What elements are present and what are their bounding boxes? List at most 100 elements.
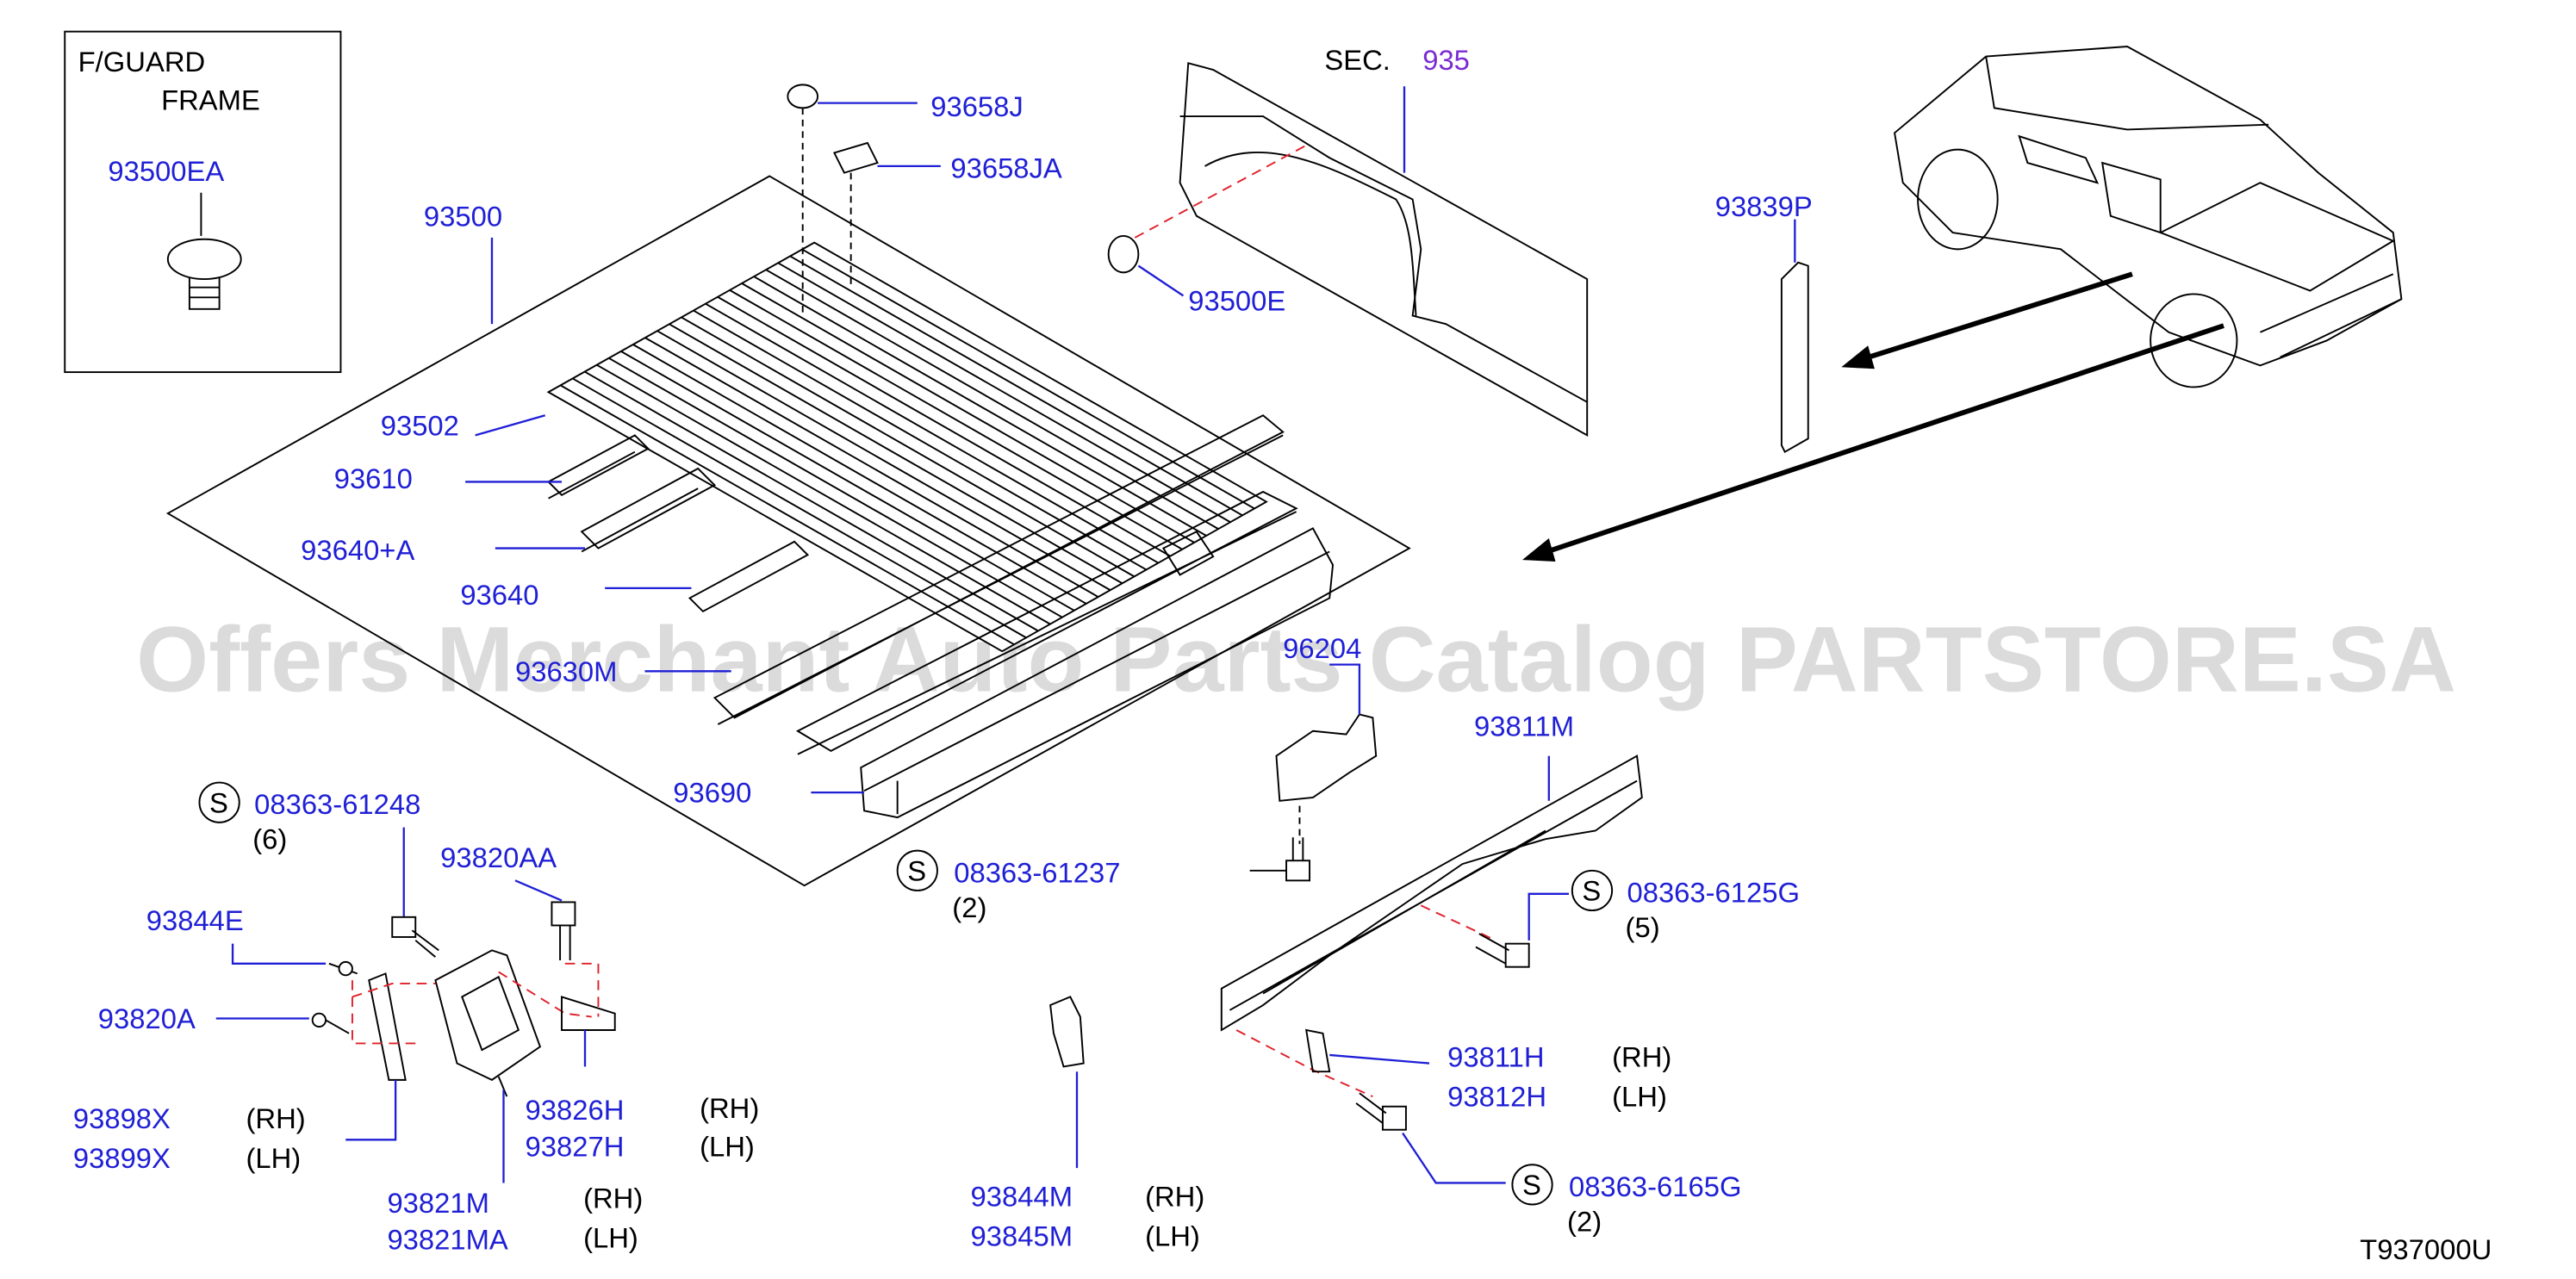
label-93811H[interactable]: 93811H xyxy=(1447,1040,1544,1072)
label-96204[interactable]: 96204 xyxy=(1283,632,1361,664)
floor-rib xyxy=(741,282,1195,543)
label-93899X[interactable]: 93899X xyxy=(73,1142,171,1174)
svg-text:S: S xyxy=(1582,875,1601,907)
push-clip-icon xyxy=(166,238,242,310)
label-93827H[interactable]: 93827H xyxy=(526,1131,625,1163)
bracket-group-left xyxy=(215,827,616,1183)
floor-rib xyxy=(717,295,1171,557)
label-93690[interactable]: 93690 xyxy=(673,777,751,809)
side-93844M: (RH) xyxy=(1145,1180,1204,1212)
side-sill xyxy=(1220,754,1643,1184)
push-clip-icon xyxy=(1107,234,1140,274)
pickup-truck-icon xyxy=(1894,46,2403,388)
side-93827H: (LH) xyxy=(700,1131,755,1163)
screw-symbol-icon: S xyxy=(896,849,938,891)
side-panel xyxy=(1107,62,1589,438)
label-93811M[interactable]: 93811M xyxy=(1474,711,1574,742)
bolt-icon xyxy=(338,960,353,977)
label-93640A[interactable]: 93640+A xyxy=(301,534,414,566)
floor-rib xyxy=(560,384,1015,646)
svg-text:S: S xyxy=(1522,1169,1541,1201)
qty-08363-61237: (2) xyxy=(952,891,986,923)
bolt-icon xyxy=(1355,1092,1407,1131)
label-93630M[interactable]: 93630M xyxy=(515,655,617,687)
section-prefix: SEC. xyxy=(1324,44,1391,76)
label-93844M[interactable]: 93844M xyxy=(971,1180,1073,1212)
label-93610[interactable]: 93610 xyxy=(334,463,413,494)
bolt-icon xyxy=(551,901,576,960)
bolt-icon xyxy=(391,916,439,958)
bracket-group-middle xyxy=(1049,663,1378,1169)
floor-rib xyxy=(693,309,1147,571)
label-08363-61237[interactable]: 08363-61237 xyxy=(954,856,1120,888)
label-93500[interactable]: 93500 xyxy=(424,200,502,232)
inset-title-line1: F/GUARD xyxy=(78,46,206,78)
label-93839P[interactable]: 93839P xyxy=(1715,190,1813,222)
qty-08363-61248: (6) xyxy=(252,823,287,855)
svg-text:S: S xyxy=(907,854,926,886)
floor-rib xyxy=(572,377,1027,639)
side-93811H: (RH) xyxy=(1612,1040,1671,1072)
bolt-icon xyxy=(1285,837,1311,882)
qty-08363-6125G: (5) xyxy=(1626,911,1660,943)
floor-rib xyxy=(632,344,1087,605)
label-93845M[interactable]: 93845M xyxy=(971,1220,1073,1252)
bolt-icon xyxy=(311,1012,327,1028)
floor-rib xyxy=(584,370,1039,632)
floor-rib xyxy=(596,363,1051,625)
label-08363-6125G[interactable]: 08363-6125G xyxy=(1627,876,1800,908)
label-93500EA[interactable]: 93500EA xyxy=(108,155,224,187)
clip-93658JA xyxy=(832,141,879,174)
floor-rib xyxy=(801,248,1255,510)
label-93812H[interactable]: 93812H xyxy=(1447,1081,1546,1113)
screw-symbol-icon: S xyxy=(198,781,240,823)
side-93821MA: (LH) xyxy=(583,1222,638,1254)
push-clip-icon xyxy=(787,84,819,109)
label-93820AA[interactable]: 93820AA xyxy=(440,841,557,873)
label-93826H[interactable]: 93826H xyxy=(526,1094,625,1126)
side-93898X: (RH) xyxy=(246,1102,305,1134)
label-93821MA[interactable]: 93821MA xyxy=(387,1224,507,1256)
label-08363-61248[interactable]: 08363-61248 xyxy=(254,788,420,820)
label-93898X[interactable]: 93898X xyxy=(73,1102,171,1134)
screw-symbol-icon: S xyxy=(1511,1164,1553,1206)
floor-rib xyxy=(729,289,1183,550)
side-93845M: (LH) xyxy=(1145,1220,1200,1252)
label-93640[interactable]: 93640 xyxy=(460,579,538,611)
label-93502[interactable]: 93502 xyxy=(381,409,459,441)
diagram-code: T937000U xyxy=(2360,1233,2492,1265)
floor-rib xyxy=(705,302,1159,564)
side-93812H: (LH) xyxy=(1612,1081,1667,1113)
section-number[interactable]: 935 xyxy=(1422,44,1470,76)
label-08363-6165G[interactable]: 08363-6165G xyxy=(1569,1170,1741,1202)
label-93821M[interactable]: 93821M xyxy=(387,1187,488,1219)
bed-floor-assembly xyxy=(165,175,1411,887)
bed-outline xyxy=(165,175,1411,887)
floor-rib xyxy=(644,337,1099,598)
side-93821M: (RH) xyxy=(583,1182,643,1214)
floor-rib xyxy=(656,330,1111,591)
svg-text:S: S xyxy=(209,786,228,818)
floor-rib xyxy=(681,316,1136,578)
floor-rib xyxy=(789,255,1243,517)
qty-08363-6165G: (2) xyxy=(1567,1205,1602,1237)
label-93658JA[interactable]: 93658JA xyxy=(950,152,1062,183)
seal-strip xyxy=(1780,261,1809,454)
floor-rib xyxy=(620,351,1075,612)
label-93844E[interactable]: 93844E xyxy=(146,904,244,936)
floor-rib xyxy=(777,262,1231,524)
floor-rib xyxy=(765,269,1219,530)
floor-rib xyxy=(753,276,1207,537)
label-93820A[interactable]: 93820A xyxy=(98,1003,196,1034)
screw-symbol-icon: S xyxy=(1571,869,1614,912)
floor-rib xyxy=(669,323,1123,585)
side-93826H: (RH) xyxy=(700,1092,759,1124)
side-93899X: (LH) xyxy=(246,1142,301,1174)
floor-rib xyxy=(608,357,1063,618)
inset-box: F/GUARD FRAME 93500EA xyxy=(64,30,342,374)
label-93500E[interactable]: 93500E xyxy=(1188,285,1285,317)
label-93658J[interactable]: 93658J xyxy=(930,90,1024,122)
watermark: Offers Merchant Auto Parts Catalog PARTS… xyxy=(136,606,2456,711)
